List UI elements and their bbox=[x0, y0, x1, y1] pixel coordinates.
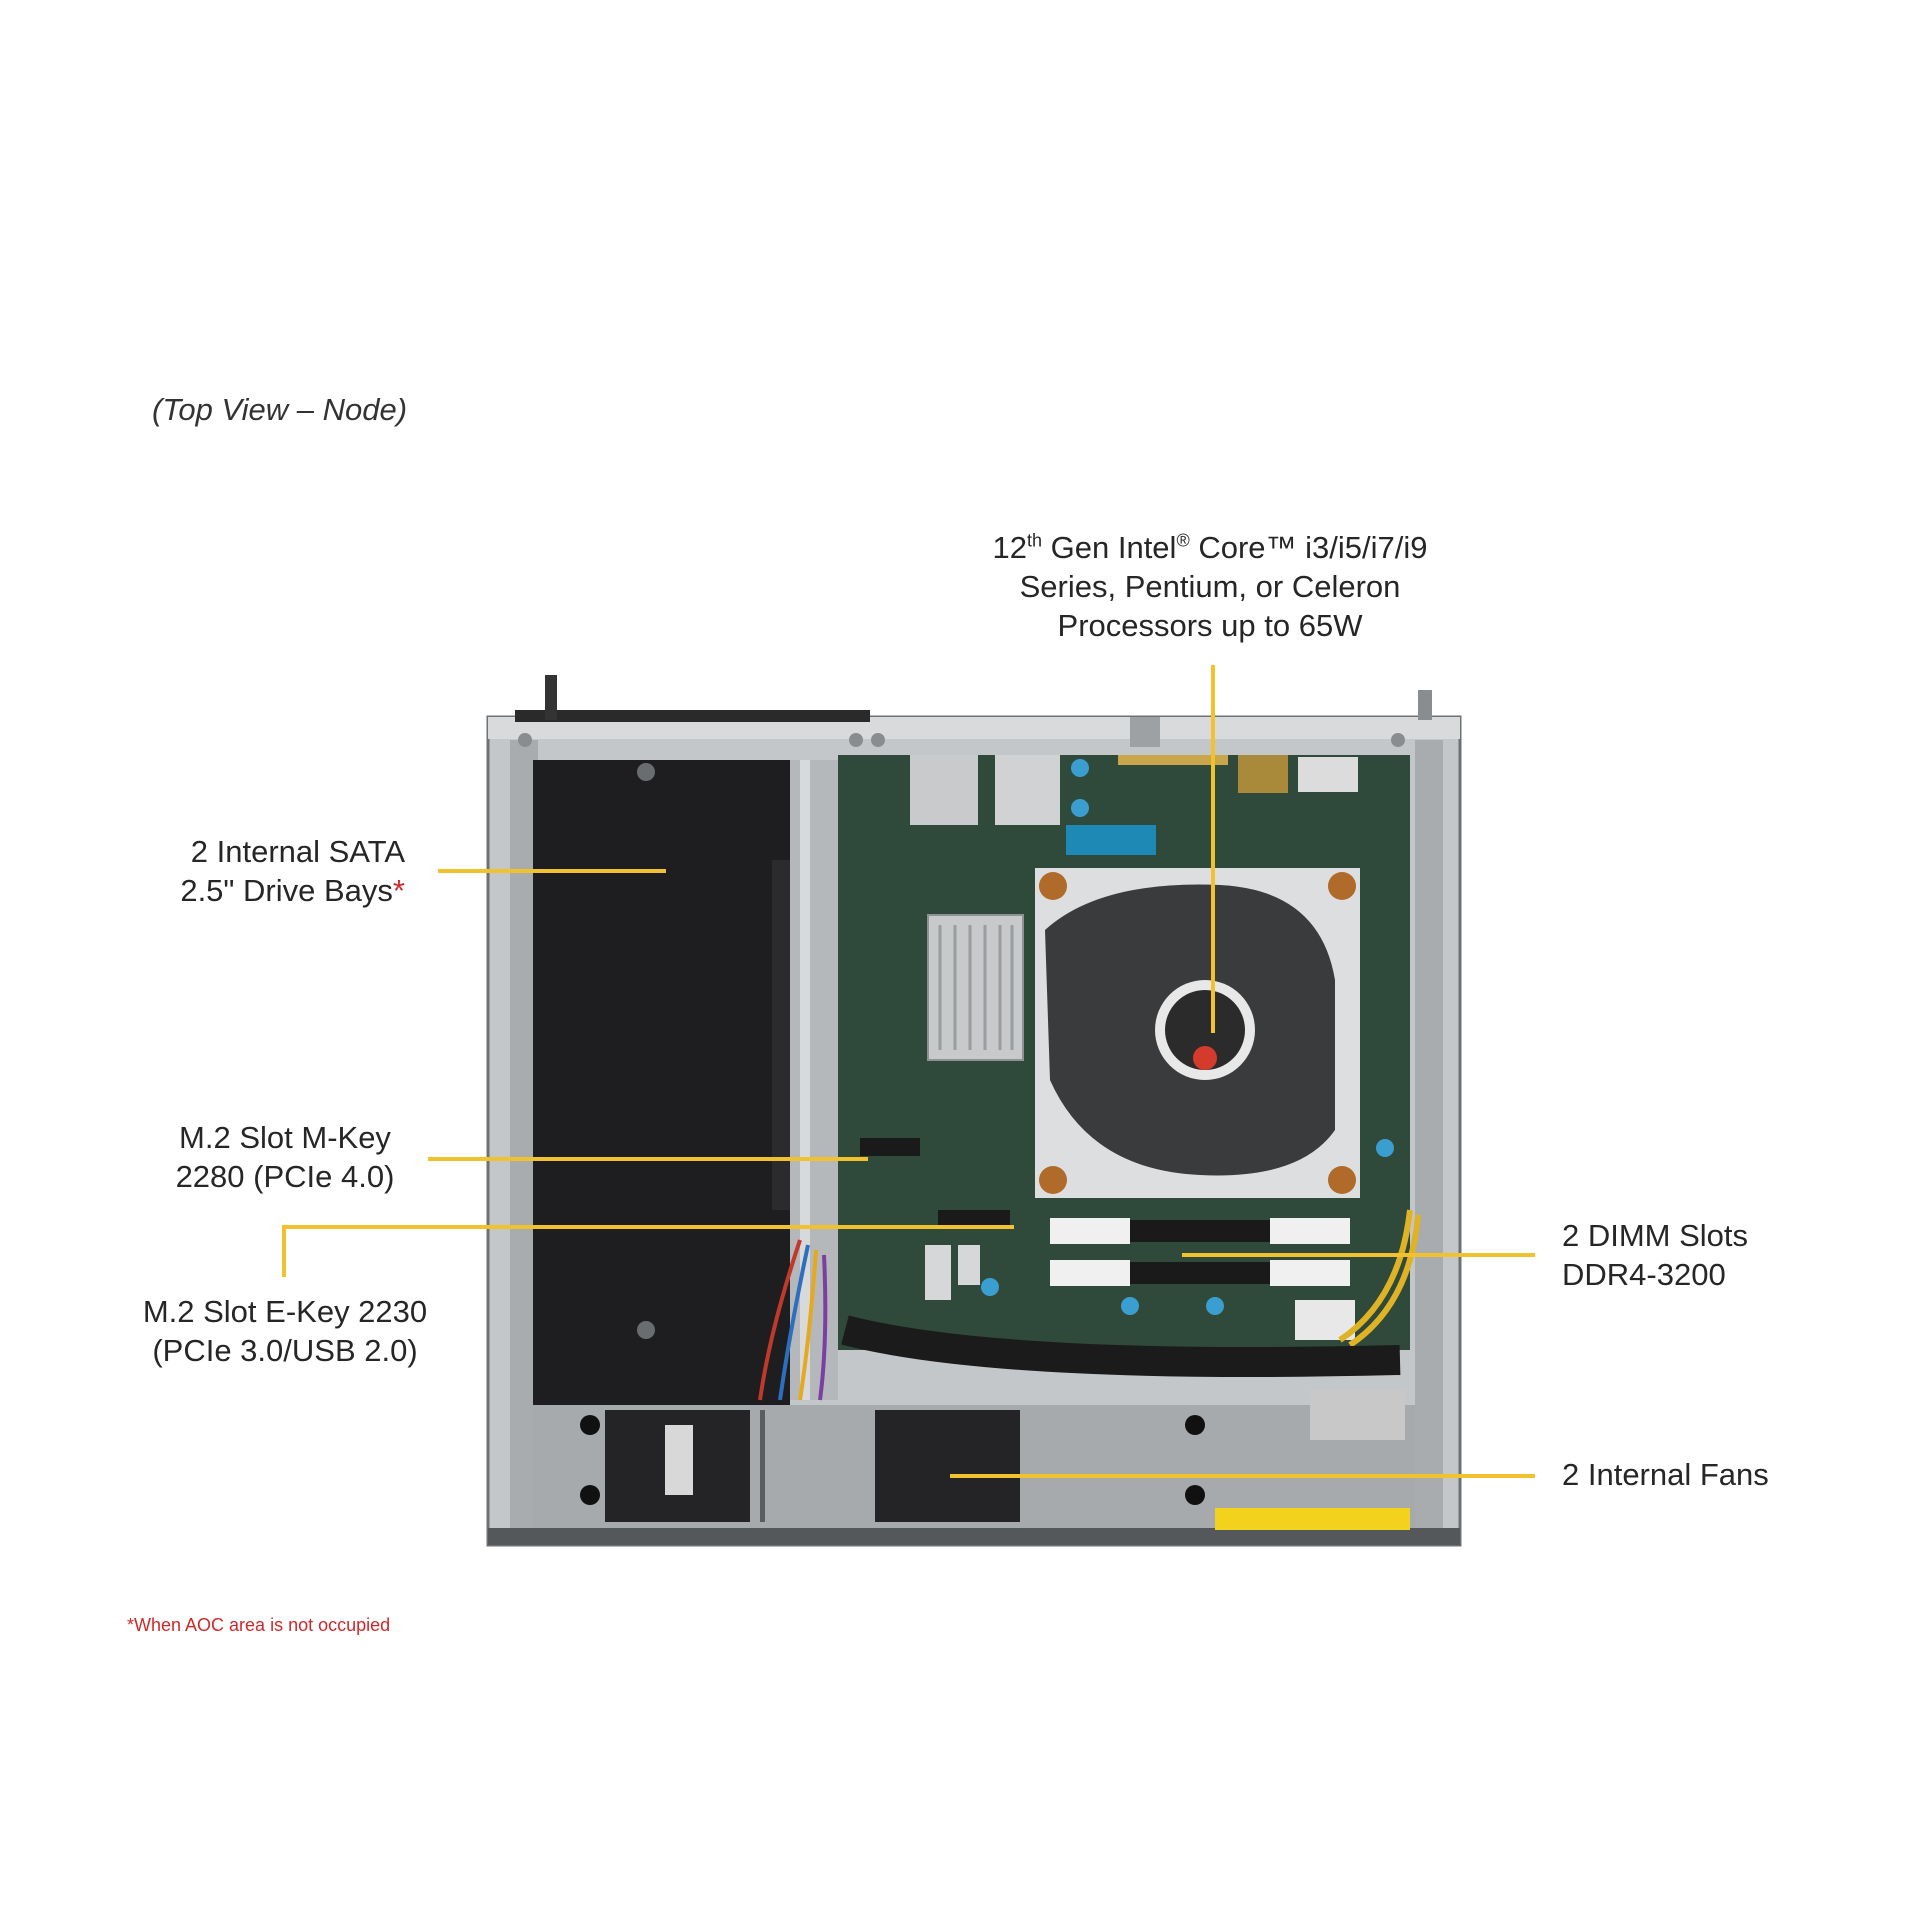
callout-processor-line1: 12th Gen Intel® Core™ i3/i5/i7/i9 bbox=[992, 530, 1428, 565]
callout-processor-line2: Series, Pentium, or Celeron bbox=[1019, 569, 1401, 604]
leader-line-dimm bbox=[1182, 1253, 1535, 1257]
leader-line-m2-ekey-horizontal bbox=[282, 1225, 1014, 1229]
leader-line-m2-ekey-vertical bbox=[282, 1225, 286, 1277]
leader-line-processor bbox=[1211, 665, 1215, 1033]
leader-line-fans bbox=[950, 1474, 1535, 1478]
callout-m2-mkey-line1: M.2 Slot M-Key bbox=[179, 1120, 391, 1155]
callout-m2-ekey: M.2 Slot E-Key 2230 (PCIe 3.0/USB 2.0) bbox=[120, 1292, 450, 1370]
callout-processor-line3: Processors up to 65W bbox=[1057, 608, 1363, 643]
callout-dimm-line1: 2 DIMM Slots bbox=[1562, 1218, 1749, 1253]
callout-sata-line2: 2.5" Drive Bays* bbox=[180, 873, 405, 908]
leader-line-m2-mkey bbox=[428, 1157, 868, 1161]
callout-m2-ekey-line2: (PCIe 3.0/USB 2.0) bbox=[152, 1333, 418, 1368]
asterisk-mark: * bbox=[392, 873, 405, 908]
callout-processor: 12th Gen Intel® Core™ i3/i5/i7/i9 Series… bbox=[960, 528, 1460, 645]
callout-m2-ekey-line1: M.2 Slot E-Key 2230 bbox=[142, 1294, 428, 1329]
callout-fans-line1: 2 Internal Fans bbox=[1562, 1457, 1769, 1492]
callout-fans: 2 Internal Fans bbox=[1562, 1455, 1862, 1494]
callout-m2-mkey: M.2 Slot M-Key 2280 (PCIe 4.0) bbox=[140, 1118, 430, 1196]
leader-line-sata bbox=[438, 869, 666, 873]
callout-m2-mkey-line2: 2280 (PCIe 4.0) bbox=[175, 1159, 395, 1194]
view-title: (Top View – Node) bbox=[152, 392, 408, 427]
footnote: *When AOC area is not occupied bbox=[127, 1615, 391, 1635]
callout-sata-line1: 2 Internal SATA bbox=[190, 834, 405, 869]
callout-dimm: 2 DIMM Slots DDR4-3200 bbox=[1562, 1216, 1812, 1294]
callout-dimm-line2: DDR4-3200 bbox=[1562, 1257, 1726, 1292]
callout-sata: 2 Internal SATA 2.5" Drive Bays* bbox=[120, 832, 405, 910]
